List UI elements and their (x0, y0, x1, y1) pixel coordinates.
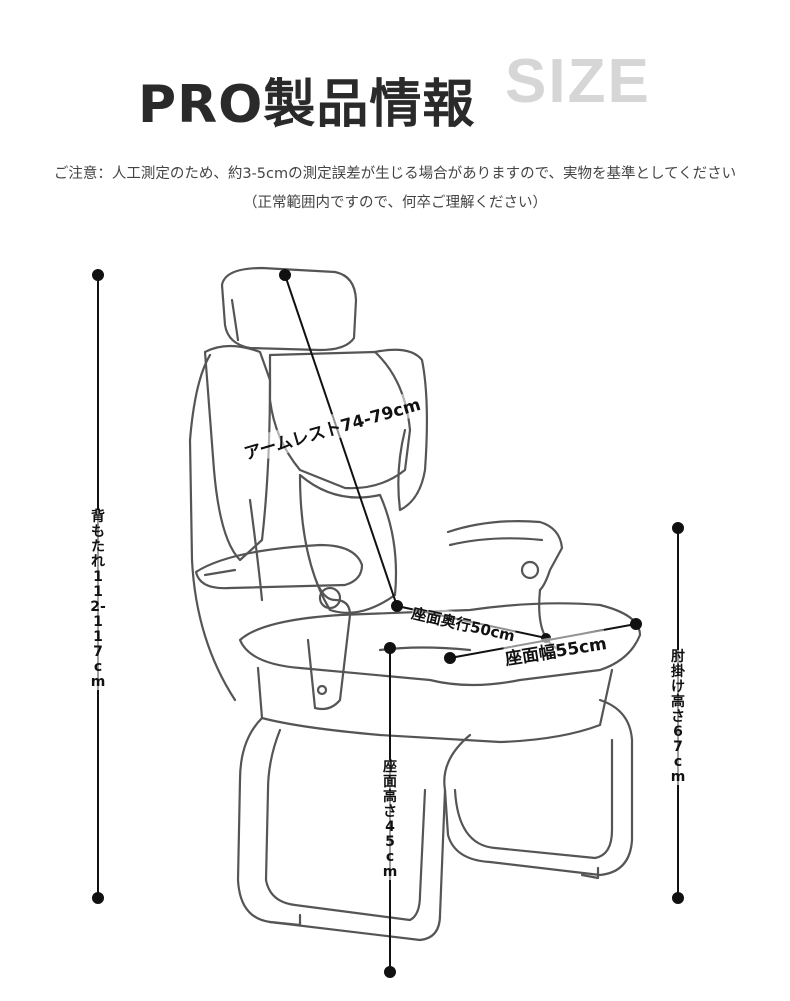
seat-height-label: 座面高さ45cm (381, 759, 399, 880)
armrest-diagonal-line (284, 274, 398, 607)
seat-width-left-marker (444, 652, 456, 664)
measurement-notice-sub: （正常範囲内ですので、何卒ご理解ください） (243, 195, 547, 211)
armrest-top-marker (672, 522, 684, 534)
measurement-lines (92, 269, 684, 978)
chair-outline (188, 266, 642, 942)
backrest-bottom-marker (92, 892, 104, 904)
diagonal-top-marker (279, 269, 291, 281)
armrest-bottom-marker (672, 892, 684, 904)
backrest-top-marker (92, 269, 104, 281)
backrest-height-label: 背もたれ112-117cm (89, 509, 107, 690)
armrest-height-label: 肘掛け高さ67cm (669, 649, 687, 785)
measurement-notice: ご注意：人工測定のため、約3-5cmの測定誤差が生じる場合がありますので、実物を… (53, 166, 737, 182)
size-heading: SIZE (505, 47, 651, 116)
seat-height-top-marker (384, 642, 396, 654)
page-title: PRO製品情報 (138, 75, 476, 135)
seat-height-bottom-marker (384, 966, 396, 978)
seat-width-right-marker (630, 618, 642, 630)
